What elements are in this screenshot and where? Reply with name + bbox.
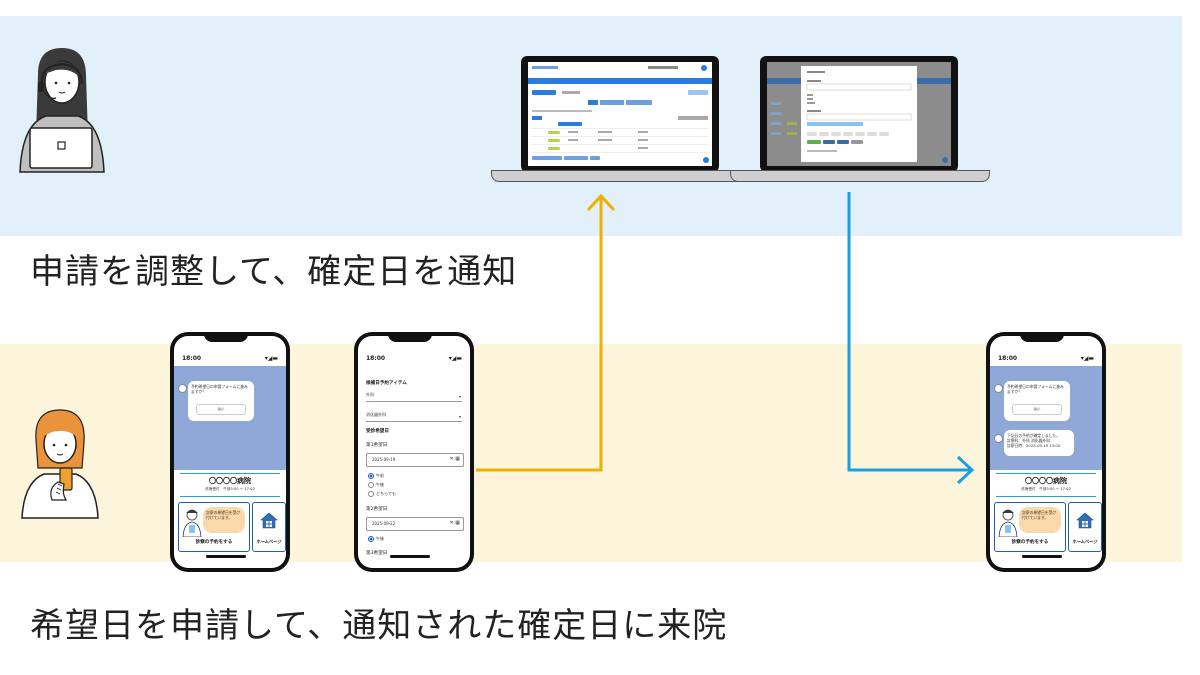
calendar-icon[interactable]: ✕ ▦ (449, 456, 460, 462)
phone-form: 18:00 ▾◢▬ 候補日予約アイテム 外科 ▾ 消化器外科 ▾ 受診希望日 第1希… (354, 332, 474, 572)
notice-bubble: 診察の希望日を受け付けています。 (203, 507, 245, 533)
department-value: 外科 (366, 392, 374, 397)
phone-confirmed: 18:00 ▾◢▬ 予約希望日の申請フォームに進みますか？ はい 下記日の予約が… (986, 332, 1106, 572)
subdepartment-value: 消化器外科 (366, 412, 386, 417)
reserve-card[interactable]: 診察の希望日を受け付けています。 診察の予約をする (178, 502, 250, 552)
yes-button[interactable]: はい (1012, 404, 1062, 415)
admin-modal-screen (767, 62, 951, 166)
third-choice-label: 第3希望日 (366, 551, 388, 556)
reserve-label: 診察の予約をする (1011, 540, 1049, 545)
hospital-name: 〇〇〇〇病院 (1025, 477, 1067, 485)
house-icon (1076, 512, 1094, 529)
chevron-down-icon: ▾ (458, 414, 461, 419)
homepage-card[interactable]: ホームページ (1068, 502, 1102, 552)
confirm-line: 診察日時：2025-09-19 13:00 (1007, 443, 1061, 448)
homepage-label: ホームページ (256, 539, 282, 544)
homepage-label: ホームページ (1072, 539, 1098, 544)
staff-avatar-icon (16, 44, 106, 174)
section-title: 受診希望日 (366, 429, 389, 434)
signal-battery-icon: ▾◢▬ (1080, 355, 1094, 362)
second-date-value: 2025-09-22 (372, 521, 396, 526)
department-select[interactable]: 外科 ▾ (366, 392, 462, 402)
first-date-input[interactable]: 2025-09-19 ✕ ▦ (366, 453, 464, 467)
first-option-pm[interactable]: 午後 (368, 482, 384, 488)
yes-button[interactable]: はい (196, 404, 246, 415)
admin-laptop-modal (730, 56, 990, 182)
staff-caption: 申請を調整して、確定日を通知 (30, 252, 518, 292)
signal-battery-icon: ▾◢▬ (264, 355, 278, 362)
confirm-line: 診療科：外科 消化器外科 (1007, 438, 1050, 443)
subdepartment-select[interactable]: 消化器外科 ▾ (366, 412, 462, 422)
request-arrowhead (586, 193, 616, 212)
patient-caption: 希望日を申請して、通知された確定日に来院 (30, 606, 728, 646)
form-title: 候補日予約アイテム (366, 381, 407, 386)
notice-bubble: 診察の希望日を受け付けています。 (1019, 507, 1061, 533)
second-date-input[interactable]: 2025-09-22 ✕ ▦ (366, 517, 464, 531)
reserve-label: 診察の予約をする (195, 540, 233, 545)
house-icon (260, 512, 278, 529)
hospital-hours: 診療受付 午前9:00 ～ 17:00 (1021, 487, 1071, 491)
hospital-hours: 診療受付 午前9:00 ～ 17:00 (205, 487, 255, 491)
homepage-card[interactable]: ホームページ (252, 502, 286, 552)
chat-area: 予約希望日の申請フォームに進みますか？ はい (174, 366, 286, 470)
signal-battery-icon: ▾◢▬ (448, 355, 462, 362)
reserve-card[interactable]: 診察の希望日を受け付けています。 診察の予約をする (994, 502, 1066, 552)
first-date-value: 2025-09-19 (372, 457, 396, 462)
first-option-any[interactable]: どちらでも (368, 491, 396, 497)
confirm-line: 下記日の予約が確定しました。 (1007, 433, 1061, 438)
patient-avatar-icon (18, 404, 102, 520)
doctor-icon (998, 509, 1018, 537)
chevron-down-icon: ▾ (458, 394, 461, 399)
chat-area: 予約希望日の申請フォームに進みますか？ はい 下記日の予約が確定しました。 診療… (990, 366, 1102, 470)
admin-list-screen (528, 62, 712, 166)
doctor-icon (182, 509, 202, 537)
bot-avatar-icon (178, 384, 187, 393)
notify-arrowhead (956, 455, 975, 485)
first-option-am[interactable]: 午前 (368, 473, 384, 479)
bot-avatar-icon (994, 434, 1003, 443)
bot-avatar-icon (994, 384, 1003, 393)
admin-laptop-list (491, 56, 751, 182)
hospital-name: 〇〇〇〇病院 (209, 477, 251, 485)
bot-message: 予約希望日の申請フォームに進みますか？ (1007, 384, 1064, 394)
bot-message: 予約希望日の申請フォームに進みますか？ (191, 384, 248, 394)
phone-home: 18:00 ▾◢▬ 予約希望日の申請フォームに進みますか？ はい 〇〇〇〇病院 … (170, 332, 290, 572)
calendar-icon[interactable]: ✕ ▦ (449, 520, 460, 526)
status-time: 18:00 (182, 355, 202, 362)
second-choice-label: 第2希望日 (366, 507, 388, 512)
first-choice-label: 第1希望日 (366, 443, 388, 448)
status-time: 18:00 (366, 355, 386, 362)
status-time: 18:00 (998, 355, 1018, 362)
request-arrow (476, 196, 603, 472)
notify-arrow (847, 192, 972, 472)
second-option-pm[interactable]: 午後 (368, 536, 384, 542)
confirm-bubble: 下記日の予約が確定しました。 診療科：外科 消化器外科 診察日時：2025-09… (1004, 430, 1074, 456)
